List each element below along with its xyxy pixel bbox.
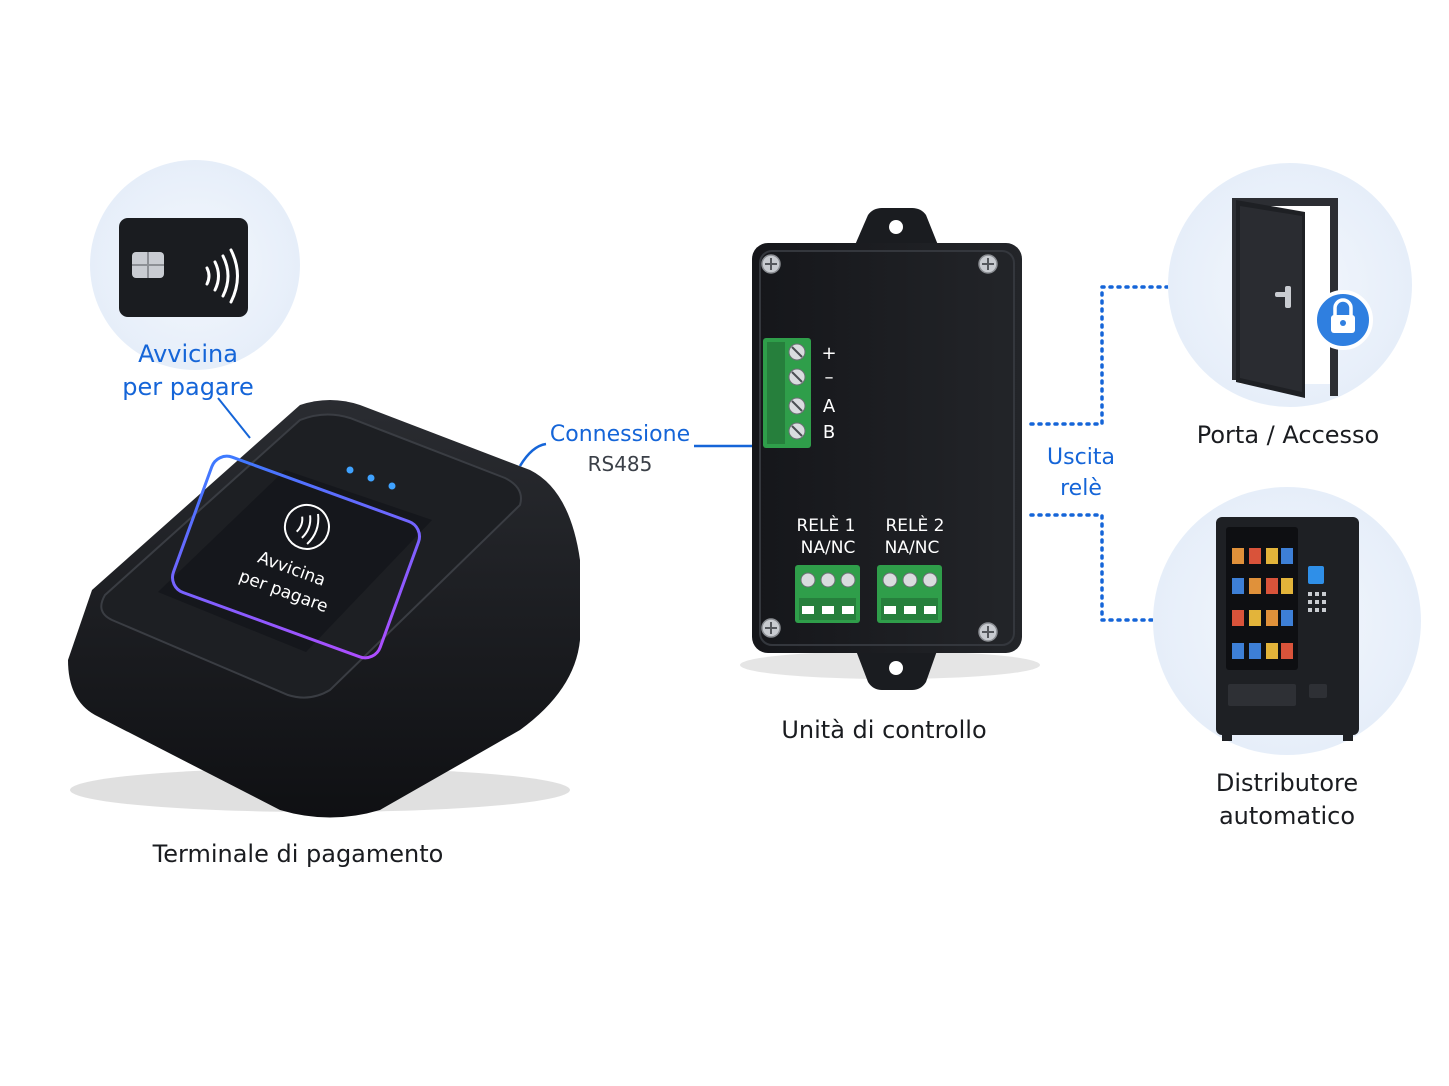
terminal-screen-glow bbox=[171, 454, 421, 660]
control-unit: + – A B RELÈ 1 NA/NC RELÈ 2 NA/NC Unità … bbox=[740, 208, 1040, 744]
connectors bbox=[217, 285, 1172, 622]
card-bubble-text-1: Avvicina bbox=[138, 340, 238, 368]
control-unit-box bbox=[752, 243, 1022, 653]
terminal-led-1 bbox=[346, 466, 354, 474]
card-to-terminal-line bbox=[217, 397, 251, 439]
terminal-label-a: A bbox=[823, 396, 836, 417]
card-bubble: Avvicina per pagare bbox=[90, 160, 300, 401]
relay-output-text-1: Uscita bbox=[1047, 445, 1115, 470]
relay-line-door bbox=[1029, 285, 1172, 426]
door-caption: Porta / Accesso bbox=[1197, 421, 1379, 449]
vending-node: Distributore automatico bbox=[1153, 487, 1421, 830]
contactless-card-icon bbox=[119, 218, 248, 317]
contactless-icon bbox=[283, 503, 330, 550]
relay1-name: RELÈ 1 bbox=[797, 514, 856, 536]
relay1-terminal-block bbox=[795, 565, 860, 623]
card-bubble-text-2: per pagare bbox=[122, 373, 253, 401]
vending-machine-icon bbox=[1216, 517, 1359, 741]
vending-caption-1: Distributore bbox=[1216, 769, 1358, 797]
terminal-label-b: B bbox=[823, 422, 835, 443]
relay-line-vending bbox=[1029, 513, 1154, 622]
door-lock-icon bbox=[1232, 198, 1373, 398]
vending-caption-2: automatico bbox=[1219, 802, 1355, 830]
terminal-led-3 bbox=[388, 482, 396, 490]
relay2-name: RELÈ 2 bbox=[886, 514, 945, 536]
relay1-mode: NA/NC bbox=[801, 538, 856, 558]
door-node: Porta / Accesso bbox=[1168, 163, 1412, 449]
relay-output-text-2: relè bbox=[1060, 476, 1102, 501]
relay-output-label: Uscita relè bbox=[1047, 445, 1115, 501]
terminal-screen bbox=[158, 470, 432, 652]
rs485-terminal-block bbox=[763, 338, 811, 448]
rs485-line bbox=[518, 442, 547, 467]
relay2-mode: NA/NC bbox=[885, 538, 940, 558]
connection-title: Connessione bbox=[550, 422, 690, 447]
connection-label: Connessione RS485 bbox=[550, 422, 690, 476]
payment-terminal: Avvicina per pagare Terminale di pagamen… bbox=[68, 400, 580, 868]
relay2-terminal-block bbox=[877, 565, 942, 623]
vending-products bbox=[1232, 548, 1293, 659]
control-unit-caption: Unità di controllo bbox=[781, 716, 986, 744]
terminal-label-minus: – bbox=[825, 367, 834, 388]
terminal-caption: Terminale di pagamento bbox=[152, 840, 444, 868]
connection-subtitle: RS485 bbox=[588, 452, 653, 476]
terminal-led-2 bbox=[367, 474, 375, 482]
terminal-label-plus: + bbox=[821, 343, 836, 364]
